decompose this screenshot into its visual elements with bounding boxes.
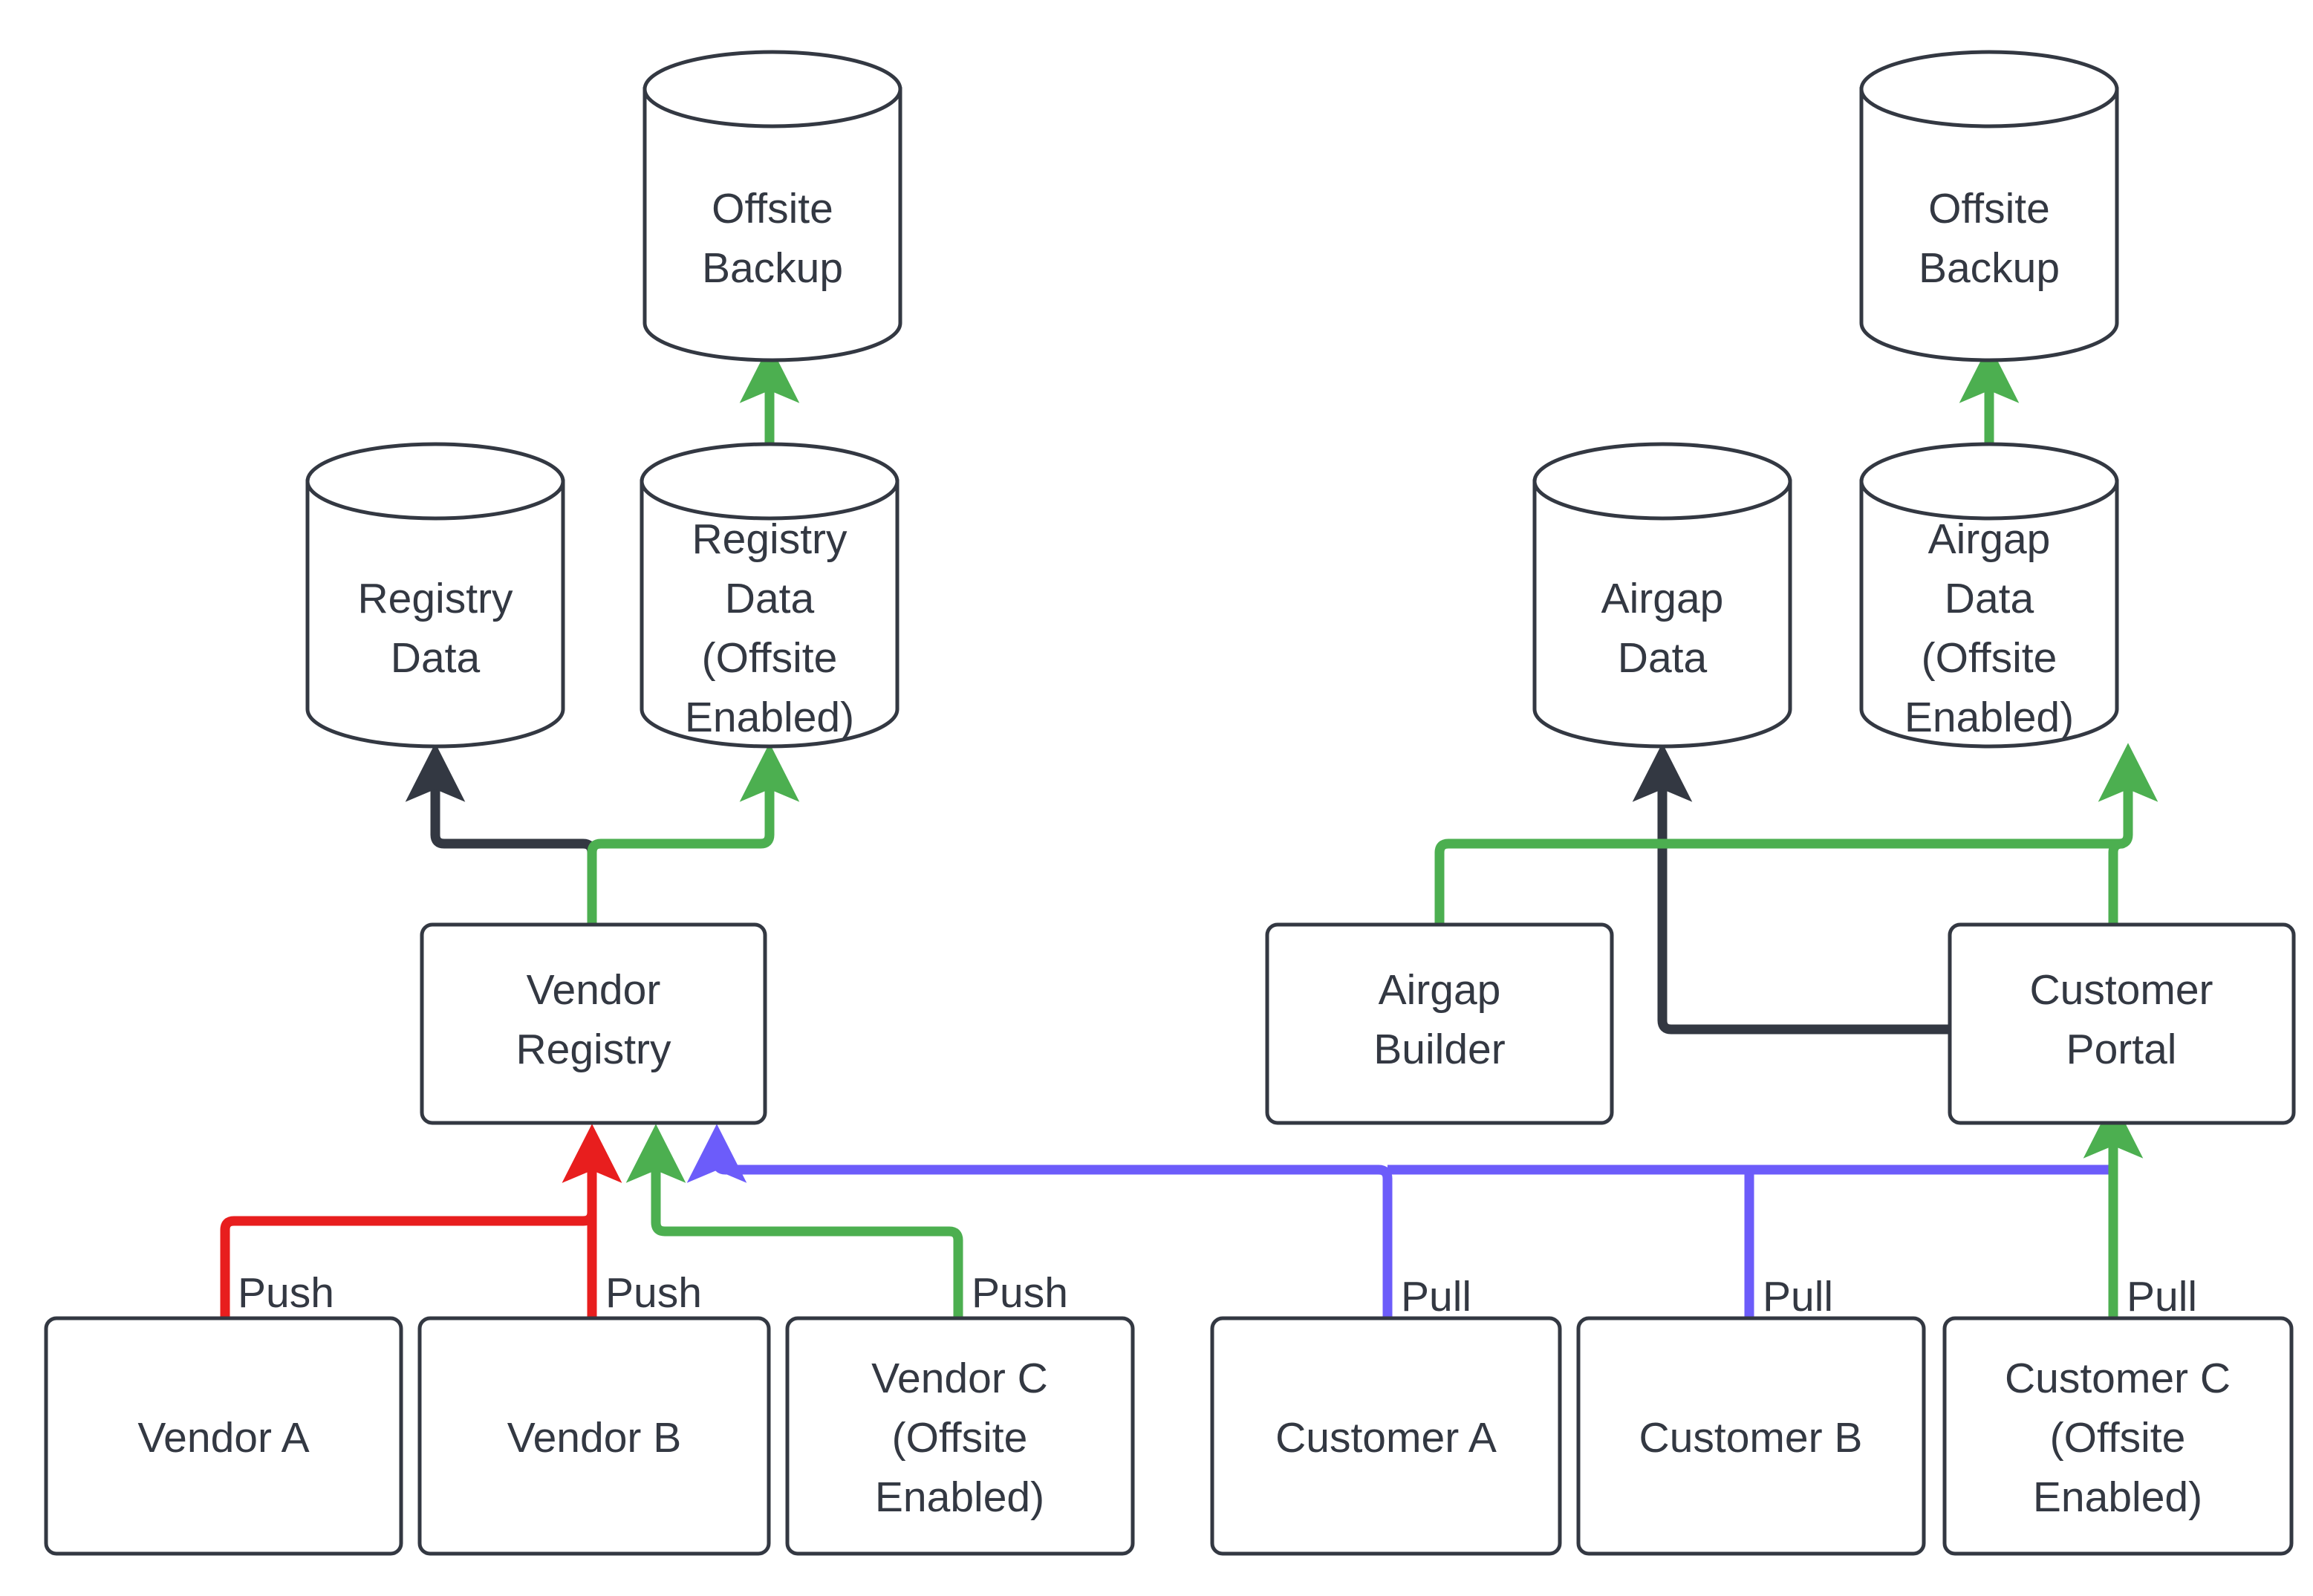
airgap-builder-label-1: Airgap (1379, 966, 1501, 1014)
edge-label-customer-c-pull: Pull (2127, 1273, 2197, 1320)
node-vendor-a[interactable]: Vendor A (44, 1316, 403, 1556)
node-vendor-registry[interactable]: Vendor Registry (420, 922, 767, 1125)
edge-label-vendor-a-push: Push (238, 1269, 334, 1317)
edge-vendor-c-push (625, 1124, 963, 1318)
node-registry-data-offsite: Registry Data (Offsite Enabled) (640, 442, 900, 749)
node-airgap-data: Airgap Data (1532, 442, 1792, 749)
edge-vendor-registry-to-registry-data (405, 743, 597, 925)
node-customer-c[interactable]: Customer C (Offsite Enabled) (1942, 1316, 2294, 1556)
node-vendor-b[interactable]: Vendor B (417, 1316, 771, 1556)
registry-data-offsite-label-4: Enabled) (685, 694, 854, 741)
registry-data-offsite-label-1: Registry (692, 515, 848, 563)
node-offsite-backup-left: Offsite Backup (642, 50, 902, 362)
edge-customer-a-pull (686, 1124, 1393, 1318)
offsite-backup-right-label-1: Offsite (1928, 185, 2050, 232)
airgap-data-offsite-label-2: Data (1945, 575, 2034, 622)
offsite-backup-left-label-2: Backup (702, 244, 843, 292)
customer-portal-label-2: Portal (2066, 1026, 2177, 1073)
node-offsite-backup-right: Offsite Backup (1859, 50, 2119, 362)
vendor-b-label-1: Vendor B (507, 1414, 682, 1462)
offsite-backup-left-label-1: Offsite (712, 185, 833, 232)
node-registry-data: Registry Data (305, 442, 565, 749)
vendor-registry-label-2: Registry (515, 1026, 671, 1073)
airgap-data-offsite-label-4: Enabled) (1904, 694, 2074, 741)
customer-c-label-3: Enabled) (2033, 1473, 2202, 1521)
airgap-data-offsite-label-1: Airgap (1928, 515, 2051, 563)
airgap-data-label-2: Data (1618, 634, 1708, 682)
vendor-registry-label-1: Vendor (527, 966, 661, 1014)
edge-airgap-builder-to-airgap-data-offsite (1434, 743, 2159, 925)
edge-label-customer-b-pull: Pull (1763, 1273, 1833, 1320)
customer-c-label-2: (Offsite (2050, 1414, 2186, 1462)
edge-customer-portal-to-airgap-data-offsite (2108, 838, 2127, 925)
customer-b-label-1: Customer B (1639, 1414, 1863, 1462)
node-vendor-c[interactable]: Vendor C (Offsite Enabled) (785, 1316, 1135, 1556)
registry-data-offsite-label-2: Data (725, 575, 815, 622)
edge-label-customer-a-pull: Pull (1401, 1273, 1471, 1320)
customer-c-label-1: Customer C (2005, 1355, 2231, 1402)
vendor-a-label-1: Vendor A (137, 1414, 309, 1462)
node-airgap-data-offsite: Airgap Data (Offsite Enabled) (1859, 442, 2119, 749)
customer-a-label-1: Customer A (1275, 1414, 1497, 1462)
edge-label-vendor-b-push: Push (605, 1269, 702, 1317)
registry-data-offsite-label-3: (Offsite (702, 634, 838, 682)
node-customer-portal[interactable]: Customer Portal (1948, 922, 2296, 1125)
node-customer-a[interactable]: Customer A (1210, 1316, 1562, 1556)
vendor-c-label-3: Enabled) (875, 1473, 1044, 1521)
customer-portal-label-1: Customer (2029, 966, 2213, 1014)
node-customer-b[interactable]: Customer B (1576, 1316, 1926, 1556)
vendor-c-label-2: (Offsite (892, 1414, 1028, 1462)
edge-label-vendor-c-push: Push (972, 1269, 1068, 1317)
offsite-backup-right-label-2: Backup (1919, 244, 2060, 292)
edge-customer-portal-to-airgap-data (1632, 743, 1950, 1035)
airgap-data-label-1: Airgap (1601, 575, 1724, 622)
registry-data-label-2: Data (391, 634, 481, 682)
node-airgap-builder[interactable]: Airgap Builder (1265, 922, 1614, 1125)
registry-data-label-1: Registry (357, 575, 513, 622)
airgap-data-offsite-label-3: (Offsite (1922, 634, 2057, 682)
airgap-builder-label-2: Builder (1373, 1026, 1505, 1073)
vendor-c-label-1: Vendor C (871, 1355, 1048, 1402)
edge-vendor-registry-to-registry-data-offsite (587, 743, 800, 925)
